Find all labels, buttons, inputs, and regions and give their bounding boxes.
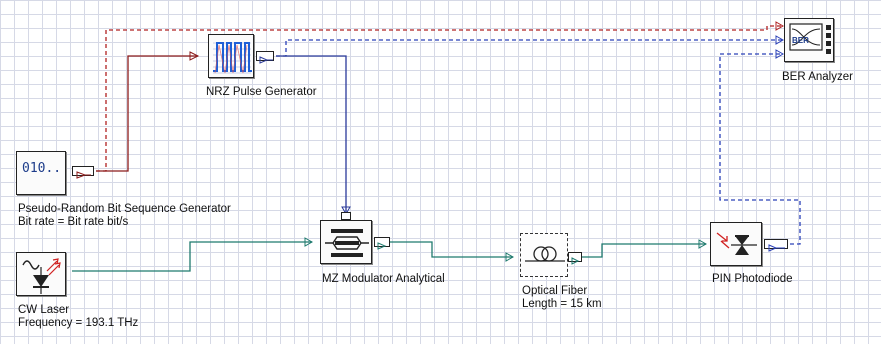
arrow-ber-input-3: [775, 49, 785, 59]
wire-mz-to-fiber[interactable]: [380, 241, 513, 258]
pin-photodiode-block[interactable]: [710, 222, 762, 266]
arrow-mz-optical-input: [304, 237, 314, 247]
laser-diode-icon: [22, 258, 61, 294]
ber-analyzer-block[interactable]: BER: [784, 18, 834, 62]
wire-prbs-to-ber[interactable]: [96, 25, 783, 172]
fiber-output-port[interactable]: [568, 252, 582, 265]
port-arrow-icon: [76, 171, 91, 179]
pin-label: PIN Photodiode: [712, 273, 793, 285]
arrow-pin-input: [698, 239, 708, 249]
pulse-train-icon: [213, 42, 252, 74]
port-arrow-icon: [571, 257, 580, 265]
wire-prbs-to-nrz[interactable]: [96, 55, 198, 172]
eye-diagram-icon: [789, 23, 831, 54]
mach-zehnder-icon: [325, 229, 369, 257]
port-arrow-icon: [768, 244, 785, 252]
nrz-pulse-generator-block[interactable]: [208, 34, 254, 78]
cw-laser-label-line2: Frequency = 193.1 THz: [18, 317, 139, 329]
ber-icon-text: BER: [792, 36, 809, 45]
ber-label: BER Analyzer: [782, 71, 853, 83]
arrow-ber-input-1: [775, 21, 785, 31]
prbs-output-port[interactable]: [72, 166, 94, 179]
fiber-label-line1: Optical Fiber: [522, 285, 588, 297]
wire-laser-to-mz[interactable]: [72, 241, 312, 272]
mz-modulator-block[interactable]: [320, 220, 372, 264]
wire-fiber-to-pin[interactable]: [578, 243, 706, 258]
mz-electrical-input-port[interactable]: [341, 212, 351, 220]
arrow-ber-input-2: [775, 35, 785, 45]
nrz-label: NRZ Pulse Generator: [206, 86, 317, 98]
bit-sequence-icon: 010..: [22, 161, 62, 176]
fiber-spool-icon: [525, 246, 565, 262]
mz-optical-output-port[interactable]: [374, 237, 390, 250]
nrz-output-port[interactable]: [256, 51, 274, 64]
prbs-label-line1: Pseudo-Random Bit Sequence Generator: [18, 203, 231, 215]
wire-pin-to-ber[interactable]: [719, 53, 801, 245]
arrow-fiber-input: [505, 252, 515, 262]
wire-nrz-to-ber[interactable]: [276, 39, 783, 57]
photodiode-icon: [716, 232, 757, 255]
mz-label: MZ Modulator Analytical: [322, 273, 445, 285]
pin-output-port[interactable]: [764, 239, 788, 252]
cw-laser-label-line1: CW Laser: [18, 304, 70, 316]
arrow-mz-electrical-input: [341, 206, 351, 216]
fiber-label-line2: Length = 15 km: [522, 298, 602, 310]
port-arrow-icon: [377, 242, 387, 250]
prbs-generator-block[interactable]: 010..: [16, 151, 66, 195]
prbs-label-line2: Bit rate = Bit rate bit/s: [18, 216, 129, 228]
optical-fiber-block[interactable]: [520, 233, 568, 277]
arrow-nrz-input: [189, 51, 200, 61]
port-arrow-icon: [259, 56, 273, 64]
cw-laser-block[interactable]: [16, 252, 66, 296]
wire-nrz-to-mz[interactable]: [276, 55, 347, 214]
